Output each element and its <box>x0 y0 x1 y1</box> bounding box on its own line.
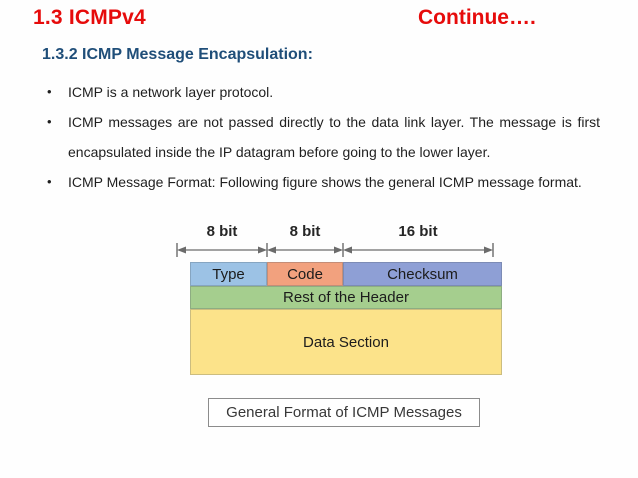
field-checksum: Checksum <box>343 262 502 286</box>
bit-width-dimension-arrows: 8 bit 8 bit 16 bit <box>176 223 494 257</box>
field-rest-of-header: Rest of the Header <box>190 286 502 309</box>
section-heading: 1.3.2 ICMP Message Encapsulation: <box>42 46 313 63</box>
table-row: Data Section <box>190 309 502 375</box>
bit-label: 16 bit <box>398 223 437 240</box>
bullet-marker: • <box>47 84 52 99</box>
bullet-item: • ICMP Message Format: Following figure … <box>47 167 600 197</box>
bullet-item: • ICMP is a network layer protocol. <box>47 77 600 107</box>
bullet-text: ICMP is a network layer protocol. <box>68 84 274 100</box>
table-row: Type Code Checksum <box>190 262 502 286</box>
figure-caption: General Format of ICMP Messages <box>208 398 480 427</box>
field-data-section: Data Section <box>190 309 502 375</box>
bullet-text: ICMP Message Format: Following figure sh… <box>68 174 582 190</box>
bullet-text: ICMP messages are not passed directly to… <box>68 114 600 160</box>
bullet-marker: • <box>47 114 52 129</box>
continue-label: Continue…. <box>418 6 536 29</box>
field-code: Code <box>267 262 343 286</box>
table-row: Rest of the Header <box>190 286 502 309</box>
page-title: 1.3 ICMPv4 <box>33 6 146 29</box>
bullet-marker: • <box>47 174 52 189</box>
bit-label: 8 bit <box>290 223 321 240</box>
bullet-list: • ICMP is a network layer protocol. • IC… <box>47 77 600 197</box>
icmp-format-table: Type Code Checksum Rest of the Header Da… <box>190 262 502 375</box>
bit-label: 8 bit <box>207 223 238 240</box>
field-type: Type <box>190 262 267 286</box>
bullet-item: • ICMP messages are not passed directly … <box>47 107 600 167</box>
